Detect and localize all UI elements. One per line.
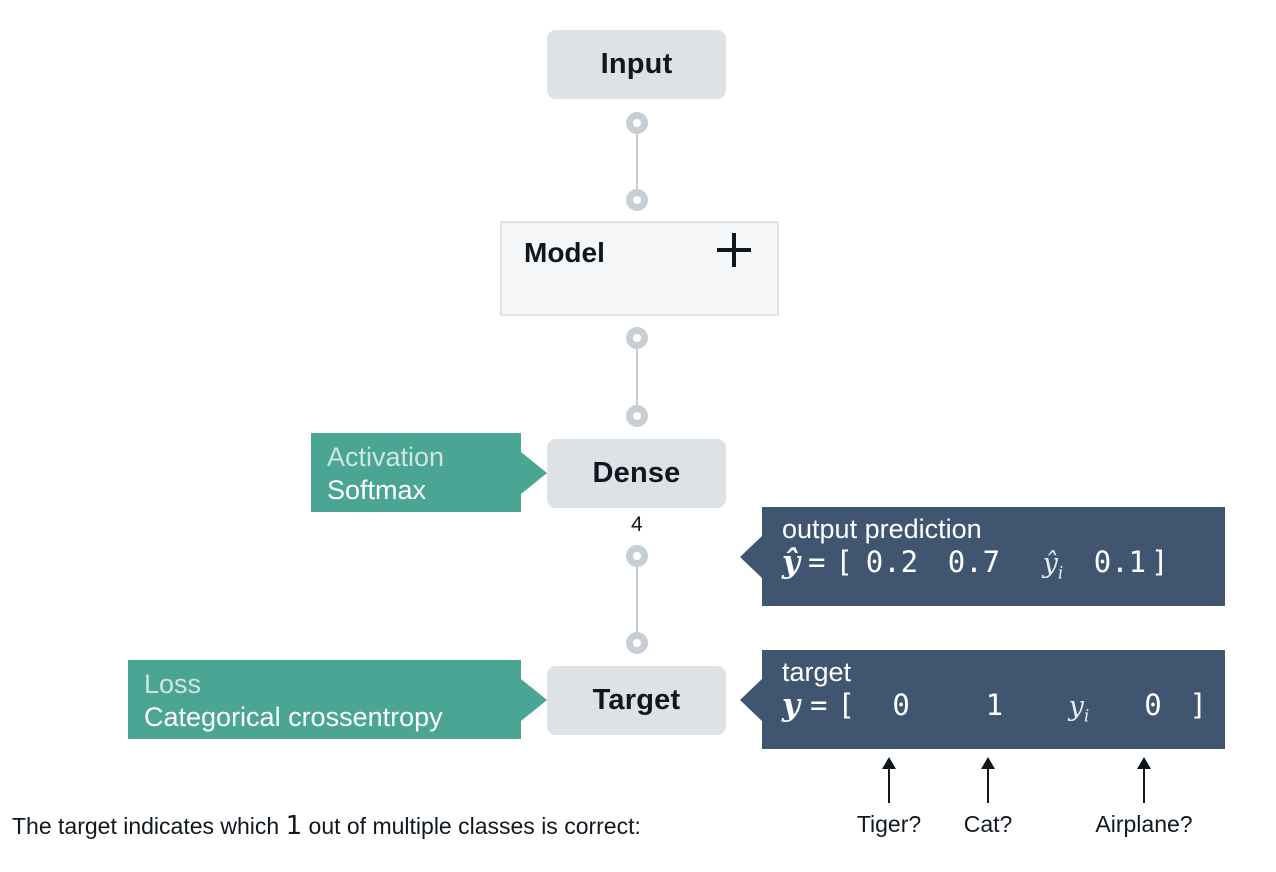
target-ellipsis: yi [1041,691,1116,727]
output-prediction-vector: ŷ = [ 0.2 0.7 ŷi 0.1 ] [782,545,1207,584]
callout-tab-icon [740,535,762,578]
connector-node-bottom[interactable] [626,632,648,654]
class-arrow-tiger [882,757,896,803]
callout-activation-kind: Activation [327,442,445,472]
target-close-bracket: ] [1189,688,1207,723]
connector-line [636,555,638,644]
callout-tab-icon [521,451,547,494]
output-prediction-value-0: 0.2 [865,545,919,580]
target-value-1: 1 [985,688,1004,723]
output-prediction-value-1: 0.7 [947,545,1001,580]
target-value-0: 0 [892,688,910,723]
output-prediction-ellipsis: ŷi [1017,548,1089,584]
class-arrow-airplane [1137,757,1151,803]
callout-output-prediction[interactable]: output prediction ŷ = [ 0.2 0.7 ŷi 0.1 ] [740,507,1225,606]
connector-line [636,337,638,417]
output-prediction-close-bracket: ] [1150,545,1169,580]
callout-activation[interactable]: Activation Softmax [311,433,547,512]
caption-suffix: out of multiple classes is correct: [302,813,641,839]
model-title: Model [524,237,605,268]
arrow-shaft [888,767,890,803]
connector-dense-to-target [626,545,648,654]
layer-label-target: Target [592,684,681,716]
class-label-cat: Cat? [963,811,1013,837]
output-prediction-symbol: ŷ [782,544,801,581]
output-prediction-value-3: 0.1 [1093,545,1147,580]
connector-node-top[interactable] [626,112,648,134]
arrow-head-icon [882,757,896,769]
plus-icon[interactable] [717,233,751,267]
connector-model-to-dense [626,327,648,427]
connector-node-bottom[interactable] [626,189,648,211]
layer-box-target[interactable]: Target [547,666,726,735]
callout-tab-icon [521,678,547,721]
output-prediction-open-bracket: [ [835,545,853,580]
connector-count-dense-to-target: 4 [631,513,643,536]
callout-loss-value: Categorical crossentropy [144,701,443,732]
arrow-head-icon [981,757,995,769]
class-label-airplane: Airplane? [1095,811,1193,837]
layer-box-dense[interactable]: Dense [547,439,726,508]
connector-node-bottom[interactable] [626,405,648,427]
callout-activation-value: Softmax [327,474,427,505]
connector-node-top[interactable] [626,545,648,567]
target-open-bracket: [ [837,688,855,723]
arrow-shaft [1143,767,1145,803]
connector-line [636,122,638,201]
output-prediction-ellipsis-subscript: i [1057,563,1064,584]
class-label-tiger: Tiger? [856,811,922,837]
callout-output-prediction-kind: output prediction [782,514,982,544]
arrow-head-icon [1137,757,1151,769]
callout-target-kind: target [782,657,852,687]
target-ellipsis-symbol: y [1068,691,1084,723]
callout-loss-kind: Loss [144,669,202,699]
callout-tab-icon [740,678,762,721]
caption-prefix: The target indicates which [12,813,286,839]
target-value-3: 0 [1144,688,1162,723]
layer-label-input: Input [600,48,673,80]
callout-target[interactable]: target y = [ 0 1 yi 0 ] [740,650,1225,749]
connector-input-to-model [626,112,648,211]
arrow-shaft [987,767,989,803]
target-ellipsis-subscript: i [1083,706,1090,727]
target-vector: y = [ 0 1 yi 0 ] [782,688,1207,727]
caption: The target indicates which 1 out of mult… [12,813,641,839]
target-symbol: y [782,687,801,724]
layer-box-input[interactable]: Input [547,30,726,99]
callout-loss[interactable]: Loss Categorical crossentropy [128,660,547,739]
output-prediction-equals: = [808,545,826,580]
caption-emphasis: 1 [285,811,303,841]
output-prediction-ellipsis-symbol: ŷ [1042,548,1058,580]
connector-node-top[interactable] [626,327,648,349]
model-container[interactable]: Model [500,221,779,316]
layer-label-dense: Dense [592,457,681,489]
target-equals: = [810,688,828,723]
class-arrow-cat [981,757,995,803]
